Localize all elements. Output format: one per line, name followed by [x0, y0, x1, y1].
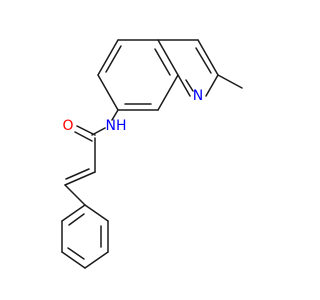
amide-nitrogen-label: NH	[106, 118, 127, 134]
bond	[84, 204, 109, 222]
double-bond-inner	[65, 168, 90, 180]
bond	[64, 184, 86, 206]
phenyl-ring	[61, 204, 109, 269]
bond	[111, 109, 119, 121]
bond	[177, 74, 191, 97]
quinoline-benzo-ring	[97, 39, 179, 111]
bond	[61, 251, 86, 269]
bond	[97, 74, 119, 111]
bond	[84, 251, 109, 269]
oxygen-atom-label: O	[62, 118, 73, 134]
amide-linkage	[74, 109, 119, 142]
double-bond-inner	[105, 45, 122, 73]
bond	[205, 74, 219, 97]
bond	[157, 39, 179, 76]
bond	[61, 204, 86, 222]
double-bond-inner	[195, 47, 212, 74]
bond	[157, 74, 179, 111]
vinyl-chain	[64, 137, 96, 206]
methyl-bond	[217, 74, 243, 89]
bond	[97, 39, 119, 76]
ring-nitrogen-label: N	[193, 88, 203, 104]
double-bond-inner	[185, 79, 194, 92]
carbonyl-double-bond	[76, 125, 96, 136]
double-bond-inner	[154, 48, 171, 76]
chemical-structure: O NH N	[61, 39, 243, 269]
quinoline-pyridine-ring	[157, 39, 243, 97]
bond	[64, 171, 96, 186]
bond	[197, 39, 219, 76]
carbonyl-double-bond	[74, 131, 93, 142]
double-bond-inner	[67, 247, 85, 260]
double-bond-inner	[68, 213, 85, 226]
